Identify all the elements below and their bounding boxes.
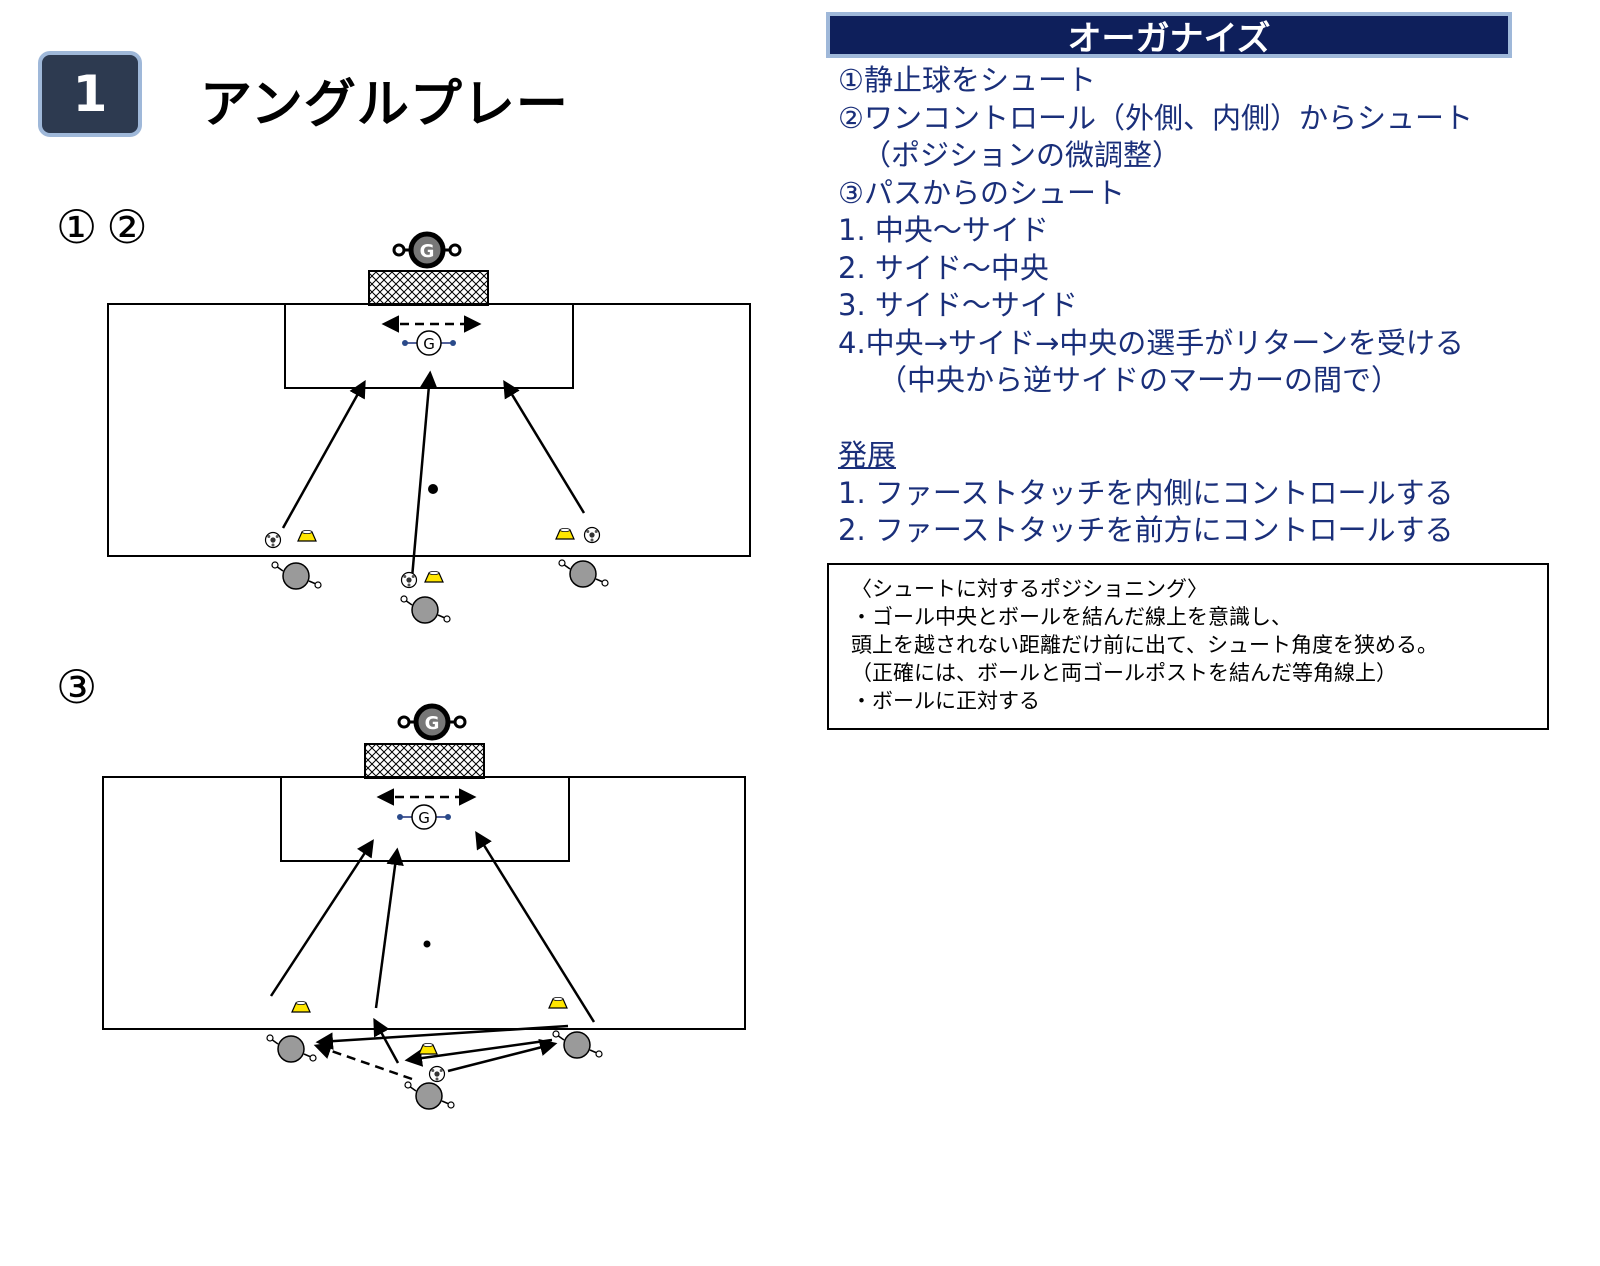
organize-line: 3. サイド～サイド [838, 288, 1078, 322]
cone [291, 1000, 311, 1013]
organize-line: （ポジションの微調整） [862, 138, 1182, 172]
cone [418, 1042, 438, 1055]
slide-number: 1 [72, 65, 108, 123]
pass-arrow-center-to-side [313, 1042, 413, 1081]
ball [583, 526, 601, 544]
return-pass-arrow [404, 1038, 553, 1067]
run-arrow-center [373, 1017, 400, 1064]
shot-arrow-center-1 [410, 370, 438, 579]
organize-line: 1. 中央～サイド [838, 213, 1049, 247]
notes-line: ・ボールに正対する [851, 689, 1040, 713]
notes-line: ・ゴール中央とボールを結んだ線上を意識し、 [851, 605, 1292, 629]
goalkeeper-behind-goal-2 [399, 706, 465, 738]
cone [297, 529, 317, 542]
organize-line: （中央から逆サイドのマーカーの間で） [878, 363, 1401, 397]
penalty-area-2 [280, 776, 570, 862]
pass-arrow-side-to-side [315, 1024, 569, 1050]
ball [400, 571, 418, 589]
goal-net-2 [364, 743, 485, 779]
cone [424, 570, 444, 583]
development-heading: 発展 [838, 438, 897, 472]
organize-line: ②ワンコントロール（外側、内側）からシュート [838, 100, 1473, 135]
player [404, 1081, 455, 1110]
notes-line: 〈シュートに対するポジショニング〉 [851, 577, 1208, 601]
shot-arrow-left-2 [269, 839, 374, 997]
goalkeeper-1 [401, 330, 457, 356]
shot-arrow-right-1 [503, 380, 586, 514]
notes-line: 頭上を越されない距離だけ前に出て、シュート角度を狭める。 [851, 633, 1438, 657]
goal-net-1 [368, 270, 489, 306]
organize-line: 4.中央→サイド→中央の選手がリターンを受ける [838, 325, 1464, 360]
diagram-1 [107, 234, 751, 624]
diagram-2 [102, 706, 746, 1110]
slide-number-badge: 1 [38, 51, 142, 137]
pass-arrow-to-right [447, 1038, 558, 1073]
player [400, 595, 451, 624]
ball [264, 531, 282, 549]
player [266, 1034, 317, 1063]
cone [548, 996, 568, 1009]
diagram-label-3: ③ [56, 660, 98, 714]
ball [428, 1065, 446, 1083]
organize-list: ①静止球をシュート ②ワンコントロール（外側、内側）からシュート （ポジションの… [838, 62, 1538, 550]
player [552, 1030, 603, 1059]
positioning-notes-box: 〈シュートに対するポジショニング〉 ・ゴール中央とボールを結んだ線上を意識し、 … [827, 563, 1549, 730]
diagram-label-1-2: ① ② [56, 200, 148, 254]
goalkeeper-behind-goal-1 [394, 234, 460, 266]
organize-line: ①静止球をシュート [838, 63, 1096, 97]
development-line: 1. ファーストタッチを内側にコントロールする [838, 475, 1454, 510]
center-spot-2 [423, 940, 431, 948]
center-spot-1 [428, 484, 438, 494]
player [271, 561, 322, 590]
shot-arrow-left-1 [281, 379, 366, 529]
shot-arrow-center-2 [374, 847, 404, 1009]
organize-header-text: オーガナイズ [1067, 18, 1271, 59]
shot-arrow-right-2 [475, 831, 596, 1023]
slide-title: アングルプレー [200, 75, 569, 135]
cone [555, 527, 575, 540]
development-line: 2. ファーストタッチを前方にコントロールする [838, 513, 1454, 547]
notes-line: （正確には、ボールと両ゴールポストを結んだ等角線上） [851, 661, 1397, 685]
organize-header: オーガナイズ [826, 12, 1512, 59]
organize-line: ③パスからのシュート [838, 175, 1125, 210]
player [558, 559, 609, 588]
organize-line: 2. サイド～中央 [838, 250, 1049, 285]
goalkeeper-2 [396, 804, 452, 830]
